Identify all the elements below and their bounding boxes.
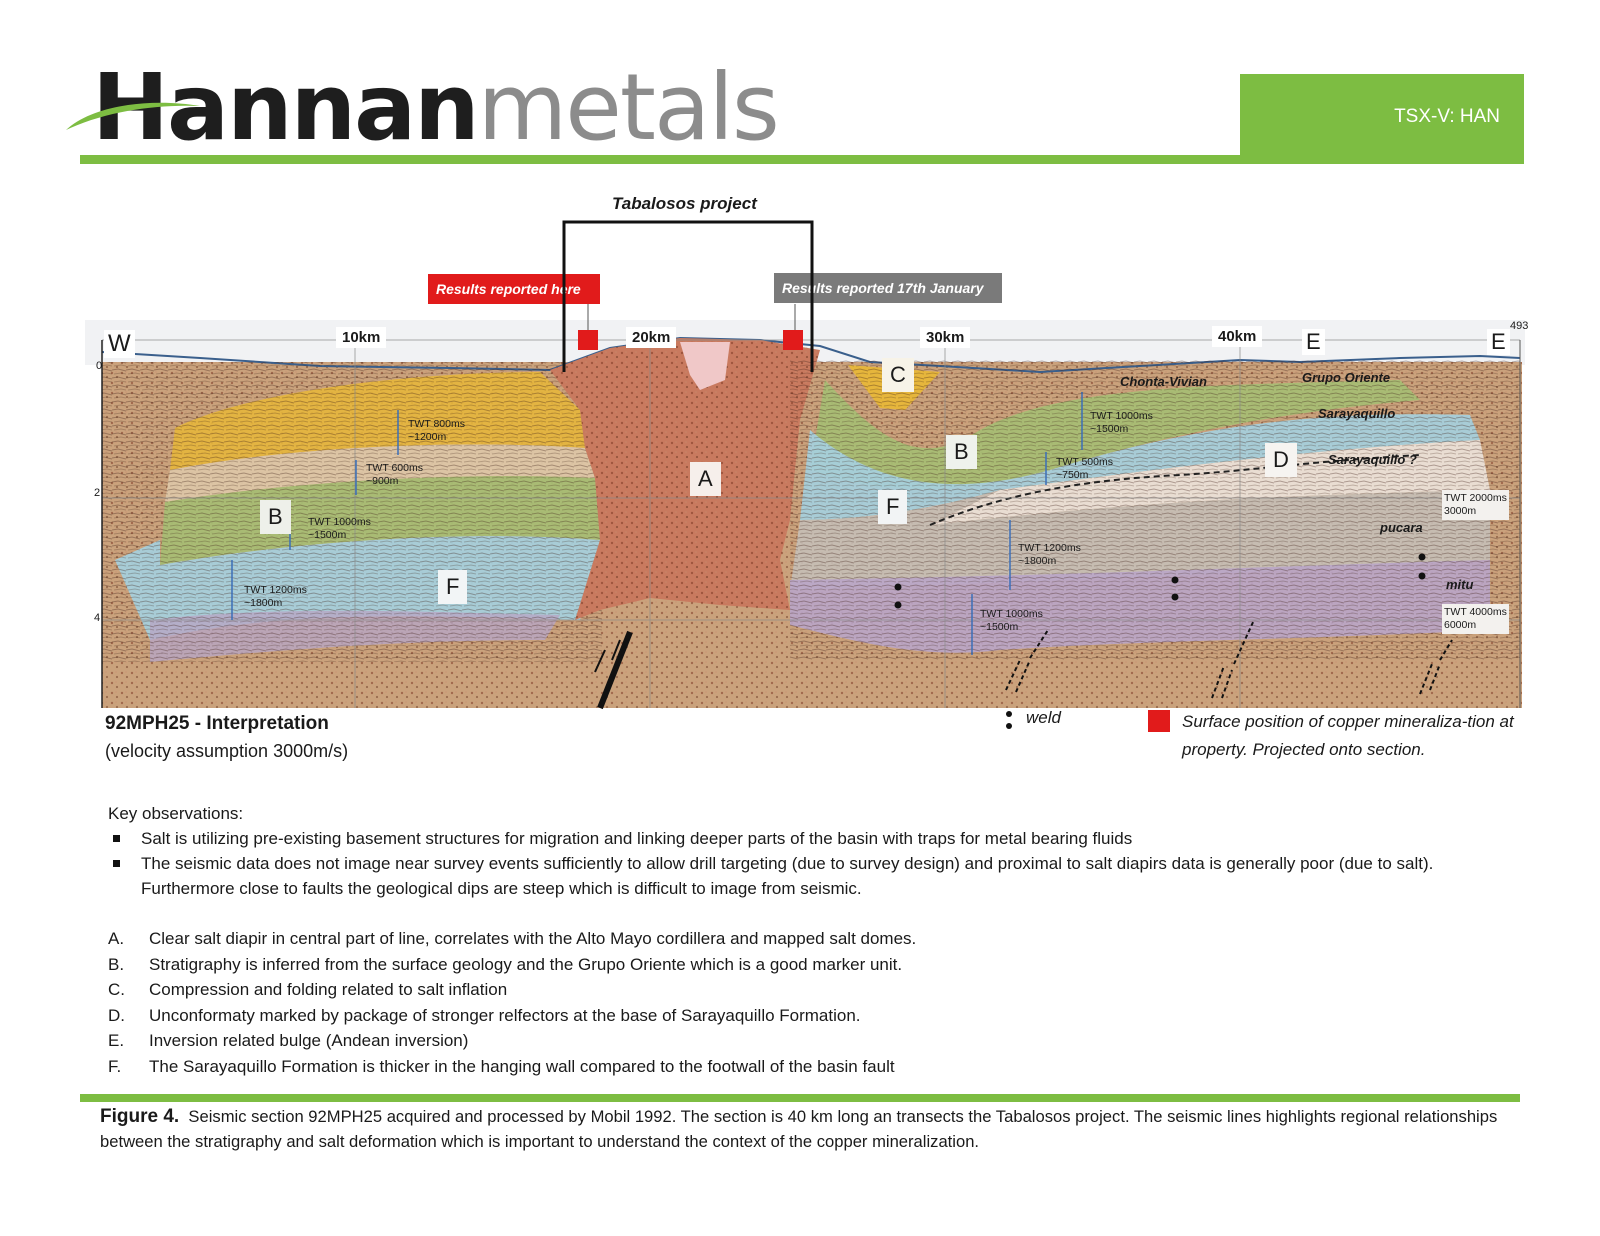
copper-marker-1 [578,330,598,350]
seismic-section-diagram [85,220,1525,710]
label-10km: 10km [336,327,387,348]
unit-label-C: C [882,358,914,392]
unit-label-D: D [1265,443,1297,477]
ticker-box: TSX-V: HAN [1240,74,1524,164]
project-title: Tabalosos project [612,194,757,213]
twt-1200-left: TWT 1200ms~1800m [244,584,307,609]
key-observations-title: Key observations: [108,804,244,823]
figure-label: Figure 4. [100,1106,180,1127]
section-title: 92MPH25 - Interpretation [105,713,329,734]
list-item: E.Inversion related bulge (Andean invers… [108,1031,469,1051]
depth-4: 4 [94,612,101,624]
unconformity-line [929,454,1421,526]
label-W: W [104,330,135,358]
unit-label-B-right: B [946,435,977,469]
header-rule [80,155,1520,164]
formation-grupo-oriente: Grupo Oriente [1302,370,1391,385]
list-item: C.Compression and folding related to sal… [108,980,508,1000]
unit-label-F-right: F [878,490,908,524]
label-20km: 20km [626,327,677,348]
label-E-1: E [1302,329,1325,355]
salt-top-pink [680,342,730,390]
logo-text-metals: metals [477,54,780,161]
twt-1000-right: TWT 1000ms~1500m [1090,410,1153,435]
label-30km: 30km [920,327,971,348]
label-493: 493 [1510,320,1529,332]
results-here-callout: Results reported here [428,274,600,304]
twt-1000-left: TWT 1000ms~1500m [308,516,371,541]
thickness-arrows [231,392,1083,655]
depth-0: 0 [96,360,103,372]
list-item: The seismic data does not image near sur… [108,851,1508,901]
label-E-2: E [1487,329,1510,355]
copper-marker-2 [783,330,803,350]
list-item: B.Stratigraphy is inferred from the surf… [108,954,903,974]
formation-mitu: mitu [1446,577,1474,592]
unit-label-A: A [690,462,721,496]
list-item: Salt is utilizing pre-existing basement … [108,826,1508,851]
unit-label-F-left: F [438,570,468,604]
twt-600: TWT 600ms~900m [366,462,423,487]
fault-lines [594,619,1453,710]
list-item: A.Clear salt diapir in central part of l… [108,929,917,948]
twt-1000-lower: TWT 1000ms~1500m [980,608,1043,633]
twt-500: TWT 500ms~750m [1056,456,1113,481]
formation-chonta-vivian: Chonta-Vivian [1120,374,1207,389]
unit-label-B-left: B [260,500,291,534]
lettered-observations: A.Clear salt diapir in central part of l… [108,926,1508,1080]
project-bracket [562,220,814,372]
twt-1200-right: TWT 1200ms~1800m [1018,542,1081,567]
list-item: F.The Sarayaquillo Formation is thicker … [108,1056,895,1076]
footer-rule [80,1094,1520,1102]
logo-swoosh-icon [66,102,200,130]
ticker-symbol: TSX-V: HAN [1394,106,1500,127]
weld-dots [894,553,1426,609]
legend-copper-label: Surface position of copper mineraliza-ti… [1182,712,1514,759]
twt-800: TWT 800ms~1200m [408,418,465,443]
company-logo: Hannanmetals [66,62,780,154]
formation-sarayaquillo: Sarayaquillo [1318,406,1396,421]
copper-legend-icon [1148,710,1170,732]
depth-2: 2 [94,487,101,499]
formation-pucara: pucara [1380,520,1423,535]
label-40km: 40km [1212,326,1263,347]
logo-text-hannan: Hannan [92,54,480,161]
figure-caption: Figure 4. Seismic section 92MPH25 acquir… [100,1104,1520,1154]
legend-weld-label: weld [1026,708,1061,727]
key-observations-bullets: Salt is utilizing pre-existing basement … [108,826,1508,901]
list-item: D.Unconformaty marked by package of stro… [108,1005,861,1025]
formation-sarayaquillo-q: Sarayaquillo ? [1328,452,1417,467]
weld-legend-icon [1006,711,1014,735]
section-subtitle: (velocity assumption 3000m/s) [105,741,349,761]
figure-caption-text: Seismic section 92MPH25 acquired and pro… [100,1107,1498,1151]
